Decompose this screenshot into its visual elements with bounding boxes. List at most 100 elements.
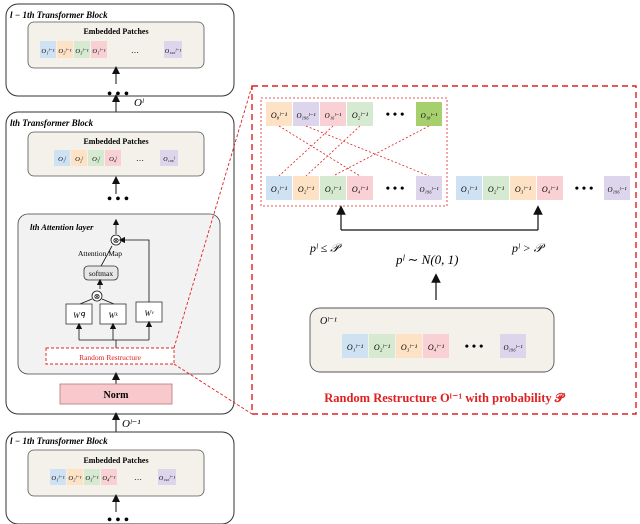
detail-input-patch-row: O₁ˡ⁻¹ O₂ˡ⁻¹ O₃ˡ⁻¹ O₄ˡ⁻¹ • • • O₁₉₆ˡ⁻¹ [342, 334, 526, 358]
bottom-patch-196-label: O₁₉₆ˡ⁻¹ [159, 476, 176, 482]
mid-patch-4 [105, 150, 121, 166]
input-patch-196-label: O₁₉₆ˡ⁻¹ [503, 344, 522, 352]
kept-patch-196 [604, 176, 630, 200]
top-patch-4-label: O₁ˡ⁻¹ [92, 48, 105, 55]
kept-patch-2-label: O₂ˡ⁻¹ [488, 185, 505, 194]
bottom-patch-2 [67, 469, 83, 485]
input-patch-4-label: O₄ˡ⁻¹ [428, 343, 445, 352]
wk-label: Wᵏ [109, 311, 119, 320]
shuffled-patch-5 [416, 102, 442, 126]
original-patch-1-label: O₁ˡ⁻¹ [271, 185, 288, 194]
mid-patch-4-label: O₄ˡ [109, 156, 118, 163]
mid-patches-label: Embedded Patches [83, 137, 148, 146]
top-block-title: l − 1th Transformer Block [10, 10, 108, 20]
original-patch-3-label: O₃ˡ⁻¹ [325, 185, 342, 194]
mid-patch-196 [160, 150, 178, 166]
top-patch-row: O₁ˡ⁻¹ O₂ˡ⁻¹ O₃ˡ⁻¹ O₁ˡ⁻¹ … O₁₉₆ˡ⁻¹ [40, 41, 182, 58]
ellipsis-bottom: • • • [107, 513, 129, 524]
shuffled-patch-row: O₈ˡ⁻¹ O₁₉₆ˡ⁻¹ O₁₆ˡ⁻¹ O₂ˡ⁻¹ • • • O₁₈ˡ⁻¹ [266, 102, 442, 126]
shuffled-patch-2-label: O₁₉₆ˡ⁻¹ [296, 112, 315, 120]
softmax-label: softmax [89, 269, 113, 278]
shuffled-patch-3-label: O₁₆ˡ⁻¹ [325, 112, 342, 120]
detail-input-label: Oˡ⁻¹ [320, 316, 337, 327]
top-patch-196 [164, 41, 182, 58]
bottom-patch-1-label: O₁ˡ⁻¹ [51, 475, 64, 482]
kept-patch-4 [537, 176, 563, 200]
mid-patch-1-label: O₁ˡ [58, 156, 67, 163]
original-patch-3 [320, 176, 346, 200]
input-ellipsis: • • • [465, 339, 484, 353]
kept-patch-2 [483, 176, 509, 200]
original-ellipsis: • • • [386, 181, 405, 195]
wq-label: Wᑫ [73, 311, 86, 320]
mid-patch-row: O₁ˡ O₂ˡ O₃ˡ O₄ˡ … O₁₉₆ˡ [54, 150, 178, 166]
original-patch-196 [416, 176, 442, 200]
bottom-patch-2-label: O₂ˡ⁻¹ [68, 475, 81, 482]
mid-patch-ellipsis: … [136, 154, 144, 163]
bottom-patch-4 [101, 469, 117, 485]
top-patch-3-label: O₃ˡ⁻¹ [75, 48, 88, 55]
shuffled-patch-2 [293, 102, 319, 126]
top-output-label: Oˡ [134, 97, 144, 109]
condition-distribution: pˡ ∼ N(0, 1) [395, 252, 459, 267]
mid-patch-3-label: O₃ˡ [92, 156, 101, 163]
top-transformer-block: l − 1th Transformer Block Embedded Patch… [5, 3, 235, 97]
input-patch-2 [369, 334, 395, 358]
top-patch-3 [74, 41, 90, 58]
kept-ellipsis: • • • [575, 181, 594, 195]
original-patch-4 [347, 176, 373, 200]
random-restructure-box [45, 347, 175, 365]
input-patch-2-label: O₂ˡ⁻¹ [374, 343, 391, 352]
bottom-transformer-block: l − 1th Transformer Block Embedded Patch… [5, 431, 235, 524]
top-patches-label: Embedded Patches [83, 27, 148, 36]
condition-le: pˡ ≤ 𝒫 [309, 241, 342, 255]
bottom-patch-ellipsis: … [134, 473, 142, 482]
original-patch-4-label: O₄ˡ⁻¹ [352, 185, 369, 194]
kept-patch-3-label: O₃ˡ⁻¹ [515, 185, 532, 194]
random-restructure-label: Random Restructure [79, 353, 142, 362]
top-patch-1 [40, 41, 56, 58]
attention-map-label: Attention Map [78, 249, 122, 258]
original-patch-2-label: O₂ˡ⁻¹ [298, 185, 315, 194]
shuffled-patch-3 [320, 102, 346, 126]
shuffled-patch-5-label: O₁₈ˡ⁻¹ [421, 112, 438, 120]
detail-caption: Random Restructure Oˡ⁻¹ with probability… [324, 391, 566, 405]
top-patch-4 [91, 41, 107, 58]
input-patch-3-label: O₃ˡ⁻¹ [401, 343, 418, 352]
kept-patch-3 [510, 176, 536, 200]
mid-patch-196-label: O₁₉₆ˡ [163, 157, 176, 163]
multiply-mid-symbol: ⊗ [94, 292, 101, 301]
mid-patch-2-label: O₂ˡ [75, 156, 84, 163]
input-patch-1-label: O₁ˡ⁻¹ [347, 343, 364, 352]
input-patch-196 [500, 334, 526, 358]
input-patch-3 [396, 334, 422, 358]
norm-label: Norm [104, 390, 130, 401]
mid-transformer-block: lth Transformer Block Embedded Patches O… [5, 111, 235, 415]
top-patch-196-label: O₁₉₆ˡ⁻¹ [165, 49, 182, 55]
top-patch-2 [57, 41, 73, 58]
input-patch-4 [423, 334, 449, 358]
kept-patch-1-label: O₁ˡ⁻¹ [461, 185, 478, 194]
detail-panel: O₈ˡ⁻¹ O₁₉₆ˡ⁻¹ O₁₆ˡ⁻¹ O₂ˡ⁻¹ • • • O₁₈ˡ⁻¹ … [251, 85, 637, 415]
mid-block-title: lth Transformer Block [10, 118, 94, 128]
kept-patch-row: O₁ˡ⁻¹ O₂ˡ⁻¹ O₃ˡ⁻¹ O₄ˡ⁻¹ • • • O₁₉₆ˡ⁻¹ [456, 176, 630, 200]
original-patch-1 [266, 176, 292, 200]
top-patch-ellipsis: … [131, 46, 139, 55]
multiply-node-mid [91, 290, 103, 302]
shuffled-patch-4 [347, 102, 373, 126]
mid-input-label: Oˡ⁻¹ [122, 418, 141, 430]
kept-patch-1 [456, 176, 482, 200]
ellipsis-mid: • • • [107, 192, 129, 207]
zoom-connector-top [173, 85, 253, 349]
shuffle-lines [278, 125, 430, 177]
condition-gt: pˡ > 𝒫 [511, 241, 546, 255]
original-patch-2 [293, 176, 319, 200]
shuffled-patch-1 [266, 102, 292, 126]
shuffled-patch-4-label: O₂ˡ⁻¹ [352, 111, 369, 120]
bottom-patch-3 [84, 469, 100, 485]
ellipsis-top: • • • [107, 87, 129, 102]
bottom-patch-1 [50, 469, 66, 485]
bottom-patches-label: Embedded Patches [83, 456, 148, 465]
bottom-patch-4-label: O₄ˡ⁻¹ [102, 475, 115, 482]
